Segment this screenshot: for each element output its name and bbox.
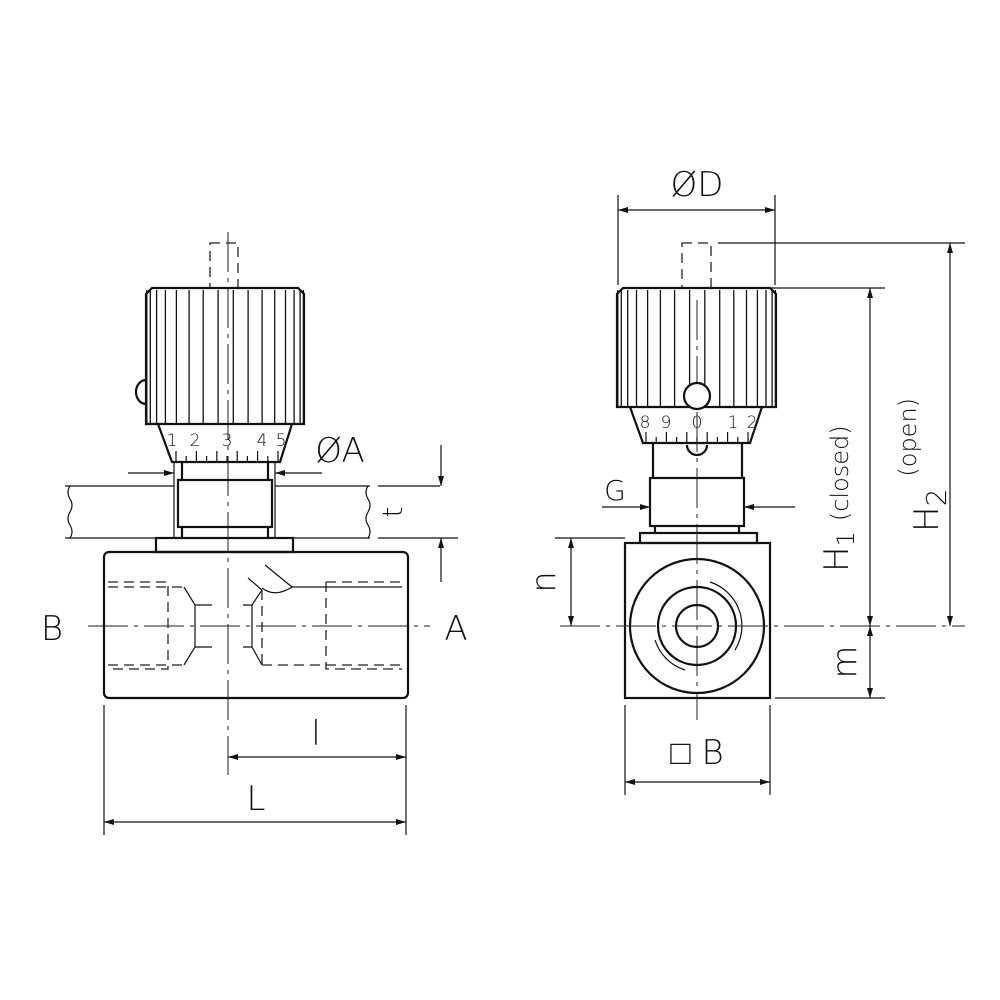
dial-ticks [645,432,749,443]
dim-b-label: □ B [670,733,724,773]
knob-pin [134,378,147,406]
dial-digit: 4 [257,431,268,451]
hidden-ports [108,564,402,670]
dial-digit: 8 [640,413,651,433]
dial-digits: 8 9 0 1 2 [640,413,758,433]
end-view: 8 9 0 1 2 ØD G n m H1(closed) H2(open) □… [524,165,965,795]
dim-h1-label: H1(closed) [817,425,860,572]
dim-m-label: m [825,645,865,678]
dial-digit: 9 [661,413,672,433]
mounting-plate [154,536,295,554]
dial-digit: 3 [222,431,233,451]
mounting-plate [638,531,759,545]
dim-a-label: ØA [315,431,364,471]
thread-collar [176,478,274,529]
index-mark [685,444,709,457]
dial-digit: 1 [167,431,178,451]
dial-digit: 2 [747,413,758,433]
dial-digit: 1 [728,413,739,433]
dial-digit: 0 [692,413,703,433]
dim-l-label: l [311,714,320,754]
valve-body [623,541,772,700]
dial-digit: 5 [276,431,287,451]
port-a-label: A [444,609,467,649]
port-b-label: B [41,609,63,649]
knob-pin [682,381,712,411]
dim-d-label: ØD [671,165,724,205]
dial-ticks [175,451,279,462]
dim-t-label: t [376,507,409,518]
dim-h2-label: H2(open) [894,398,953,532]
dial-scale-cone [156,423,294,464]
dim-g-label: G [604,474,626,507]
knob-knurled [144,286,306,426]
valve-body [102,550,410,700]
dim-n-label: n [524,571,564,593]
dim-L-label: L [247,779,266,819]
thread-collar [648,476,746,528]
dial-digit: 2 [190,431,201,451]
stem-open-position [209,242,239,289]
side-view: 1 2 3 4 5 B A ØA t l L [41,232,468,835]
panel-section [65,485,458,539]
stem-open-position [681,242,712,289]
dial-digits: 1 2 3 4 5 [167,431,287,451]
knob-knurled [615,286,778,409]
